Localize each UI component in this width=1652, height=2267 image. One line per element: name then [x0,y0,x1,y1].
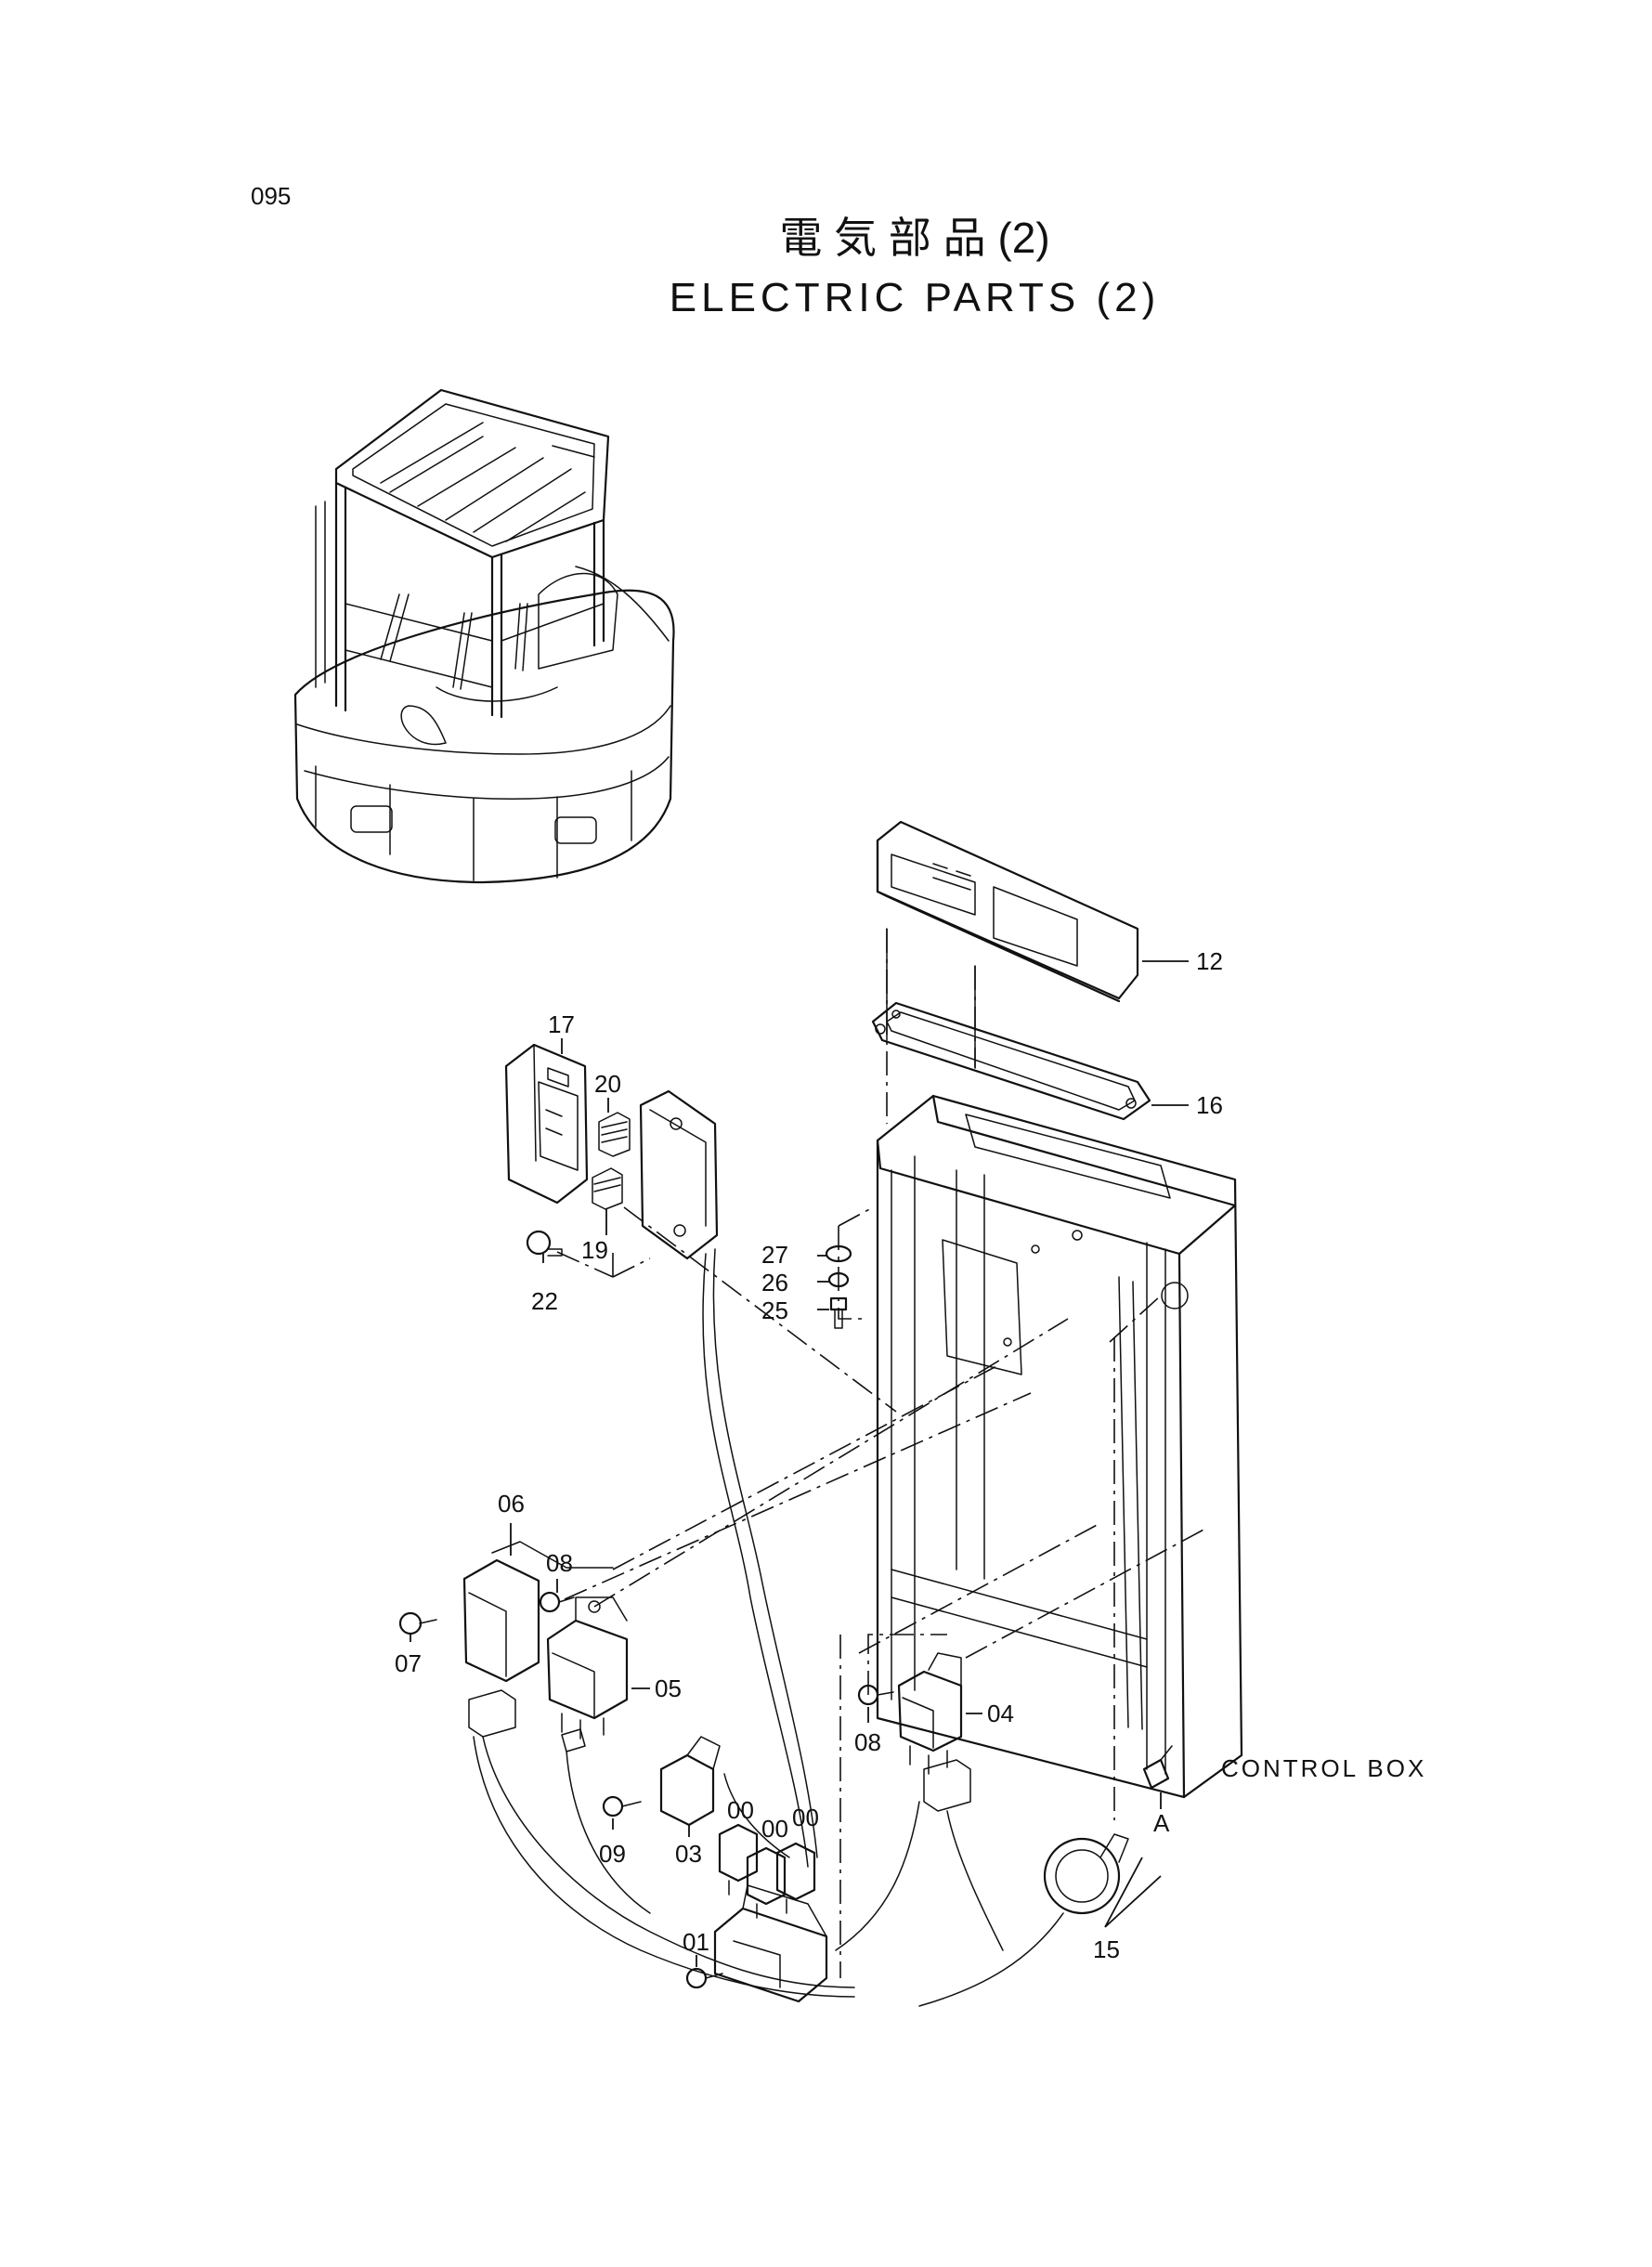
connector-blocks [468,1689,971,1812]
callout-04: 04 [987,1700,1014,1727]
bolt-part-01 [685,1967,723,1989]
leader-lines [410,960,1189,1967]
relay-part-05 [546,1596,629,1739]
callout-00-a: 00 [727,1796,754,1824]
callout-03: 03 [675,1840,702,1868]
callout-27: 27 [761,1241,788,1269]
bracket-relay-module [639,1089,719,1260]
title-japanese: 電 気 部 品 (2) [779,214,1049,262]
monitor-part-12 [876,820,1139,1069]
connector-part-A [1142,1745,1173,1790]
relay-part-04 [897,1652,963,1775]
relay-part-03 [659,1736,721,1827]
fuse-part-20 [598,1112,631,1157]
callout-20: 20 [594,1070,621,1098]
callout-12: 12 [1196,947,1223,975]
assembly-lines [564,929,1208,1978]
callout-07: 07 [395,1649,422,1677]
callout-19: 19 [581,1236,608,1264]
callout-25: 25 [761,1296,788,1324]
callout-01: 01 [683,1928,709,1956]
callout-08-lower: 08 [854,1728,881,1756]
bolt-part-07 [398,1611,437,1635]
callout-22: 22 [531,1287,558,1315]
title-english: ELECTRIC PARTS (2) [670,275,1160,320]
relay-bracket-part-01 [713,1884,828,2003]
gasket-part-16 [871,1001,1151,1121]
switch-part-15 [1043,1833,1129,1915]
callout-26: 26 [761,1269,788,1296]
callout-A: A [1153,1809,1170,1837]
callout-16: 16 [1196,1091,1223,1119]
fuse-part-19 [592,1167,623,1210]
fuse-box-part-17 [504,1043,589,1205]
relays-part-00 [718,1823,816,1919]
bolt-part-22 [526,1230,651,1278]
callout-00-b: 00 [761,1815,788,1843]
callout-17: 17 [548,1010,575,1038]
relay-part-06 [462,1541,614,1683]
control-box-label: CONTROL BOX [1221,1754,1426,1782]
bolt-part-09 [602,1795,642,1818]
callout-00-c: 00 [792,1804,819,1831]
callout-08-upper: 08 [546,1549,573,1577]
callout-labels: 12 16 17 20 19 22 27 26 25 06 08 07 05 0… [395,947,1223,1963]
wiring-harness [473,1248,1064,2007]
page-number: 095 [251,182,291,210]
bolt-part-08-upper [539,1591,575,1613]
callout-05: 05 [655,1674,682,1702]
excavator-overview-illustration [293,388,675,884]
callout-15: 15 [1093,1935,1120,1963]
callout-09: 09 [599,1840,626,1868]
bolt-part-08-lower [857,1684,894,1706]
control-box-frame [876,1094,1243,1799]
callout-06: 06 [498,1490,525,1518]
